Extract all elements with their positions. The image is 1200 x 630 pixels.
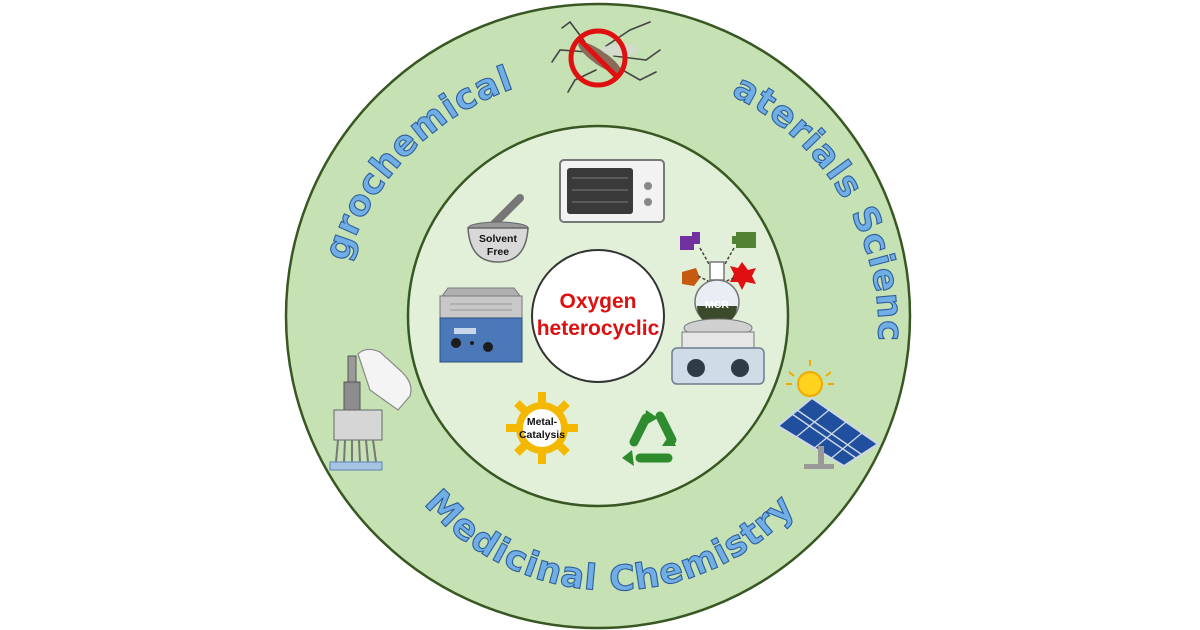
no-mosquito-icon (551, 20, 661, 93)
center-circle (531, 249, 665, 383)
microwave-icon (559, 159, 665, 223)
solar-panel-icon (776, 360, 880, 469)
center-title-line1: Oxygen (559, 290, 636, 313)
multicomponent-reaction-icon: MCR (671, 232, 765, 385)
center-title-line2: heterocyclic (537, 317, 660, 340)
metal-catalysis-label-line1: Metal- (527, 416, 558, 428)
ultrasonic-bath-icon (439, 287, 523, 363)
solvent-free-label-line2: Free (487, 246, 509, 258)
metal-catalysis-label-line2: Catalysis (519, 429, 565, 441)
solvent-free-label-line1: Solvent (479, 233, 517, 245)
mortar-pestle-icon: Solvent Free (467, 194, 529, 263)
mcr-label: MCR (705, 299, 729, 311)
multichannel-pipette-icon (329, 348, 412, 471)
metal-catalysis-gear-icon: Metal- Catalysis (506, 392, 578, 464)
recycle-icon (622, 410, 677, 466)
